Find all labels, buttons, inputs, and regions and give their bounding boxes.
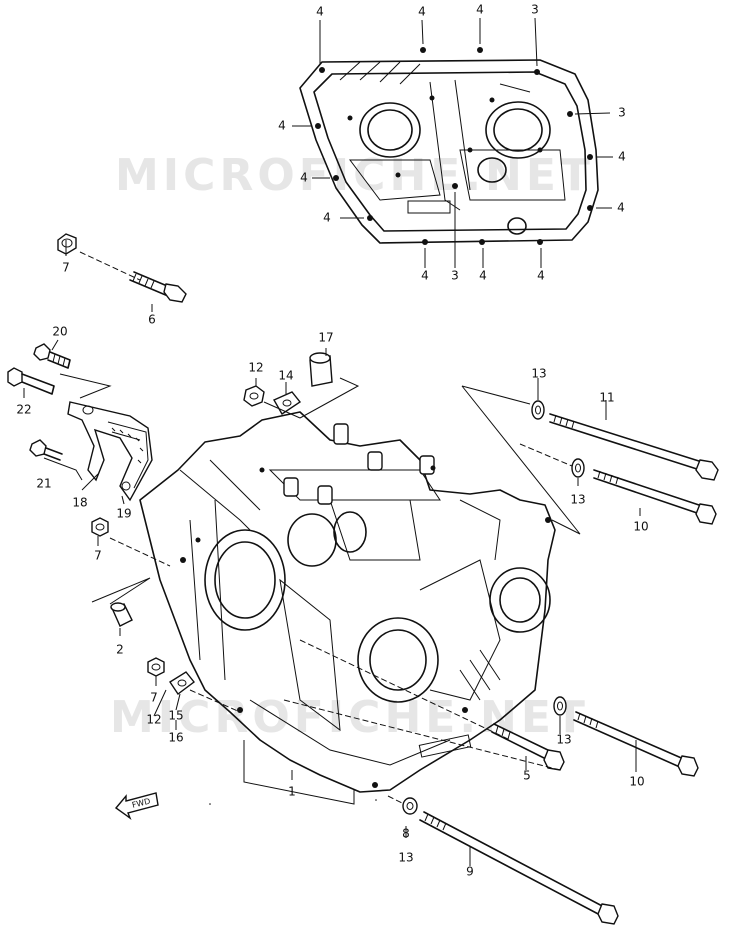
callout-label: 4 [316, 5, 324, 19]
callout-label: 4 [479, 269, 487, 283]
callout-label: 8 [402, 827, 410, 841]
nut-7-lower [147, 657, 165, 677]
washer-8 [402, 797, 418, 815]
callout-label: 3 [451, 269, 459, 283]
print-marks [209, 799, 377, 805]
callout-label: 4 [617, 201, 625, 215]
callout-label: 4 [476, 3, 484, 17]
long-bolt-11 [549, 413, 719, 481]
callout-label: 3 [618, 106, 626, 120]
callout-label: 7 [94, 549, 102, 563]
watermark-bottom: MICROFICHE.NET [110, 692, 589, 743]
crankcase-gasket [299, 47, 599, 245]
callout-label: 5 [523, 769, 531, 783]
forward-direction-arrow: FWD [114, 792, 159, 820]
bolt-10-lower [573, 711, 699, 777]
washer-13-c [553, 696, 567, 716]
callout-label: 4 [537, 269, 545, 283]
callout-label: 13 [398, 851, 413, 865]
bolt-21 [29, 439, 63, 461]
callout-label: 7 [62, 261, 70, 275]
callout-label: 4 [421, 269, 429, 283]
gasket-leader-lines [292, 17, 613, 268]
long-bolt-9 [419, 811, 619, 925]
callout-label: 11 [599, 391, 614, 405]
callout-label: 4 [418, 5, 426, 19]
callout-label: 6 [148, 313, 156, 327]
bolt-10-upper [593, 469, 717, 525]
callout-label: 9 [466, 865, 474, 879]
washer-14 [273, 391, 302, 415]
callout-label: 7 [150, 691, 158, 705]
callout-label: 12 [248, 361, 263, 375]
callout-label: 4 [300, 171, 308, 185]
bolt-22 [7, 367, 55, 395]
callout-label: 3 [531, 3, 539, 17]
washer-13-a [531, 400, 545, 420]
callout-label: 16 [168, 731, 183, 745]
callout-label: 18 [72, 496, 87, 510]
engine-bracket-18-19 [67, 401, 153, 502]
callout-label: 14 [278, 369, 293, 383]
bolt-20 [33, 343, 71, 369]
assembly-leader-lines [23, 240, 641, 866]
washer-13-b [571, 458, 585, 478]
callout-label: 2 [116, 643, 124, 657]
callout-label: 10 [629, 775, 644, 789]
callout-label: 4 [618, 150, 626, 164]
nut-12-upper [243, 385, 265, 407]
callout-label: 13 [570, 493, 585, 507]
washer-15 [169, 671, 195, 696]
callout-label: 15 [168, 709, 183, 723]
callout-label: 19 [116, 507, 131, 521]
watermark-top: MICROFICHE.NET [115, 150, 594, 201]
callout-label: 21 [36, 477, 51, 491]
callout-label: 13 [556, 733, 571, 747]
collar-17 [309, 352, 333, 387]
callout-label: 22 [16, 403, 31, 417]
callout-label: 20 [52, 325, 67, 339]
callout-label: 17 [318, 331, 333, 345]
callout-label: 1 [288, 785, 296, 799]
nut-7-upper [57, 233, 77, 255]
stud-bolt-6 [129, 271, 187, 303]
forward-label: FWD [131, 797, 151, 810]
crankcase-assembly [139, 411, 556, 793]
callout-label: 4 [323, 211, 331, 225]
callout-label: 12 [146, 713, 161, 727]
nut-7-mid [91, 517, 109, 537]
callout-label: 4 [278, 119, 286, 133]
callout-numbers: 4 4 4 3 3 4 4 4 4 4 4 3 4 4 7 6 20 22 12… [16, 3, 648, 879]
callout-label: 13 [531, 367, 546, 381]
callout-label: 10 [633, 520, 648, 534]
dowel-2 [110, 602, 133, 627]
